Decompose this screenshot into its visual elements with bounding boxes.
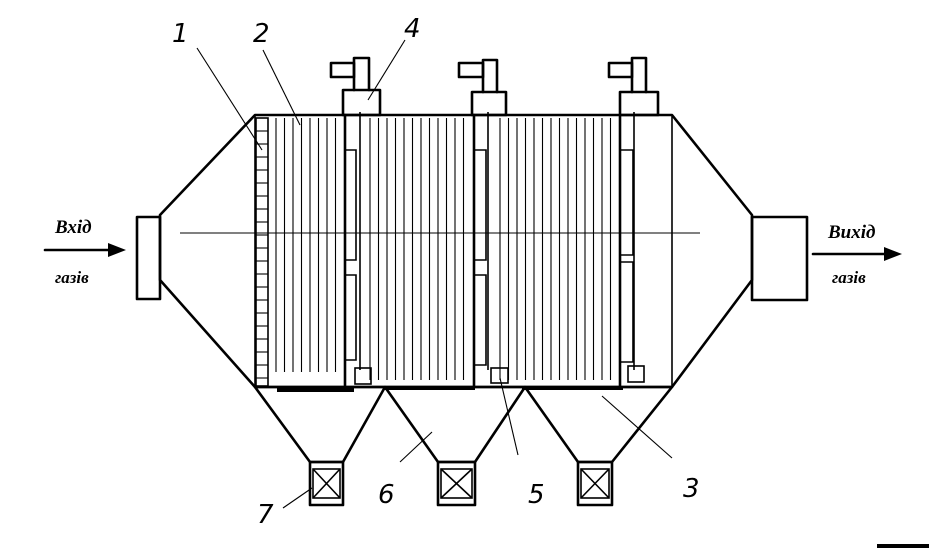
outlet-label-line1: Вихід	[827, 222, 875, 243]
outlet-label-line2: газів	[832, 268, 866, 287]
inlet-label-line2: газів	[55, 268, 89, 287]
insulator-box	[490, 367, 509, 384]
dust-hoppers	[253, 385, 674, 464]
inlet-arrow	[43, 243, 126, 257]
housing	[158, 113, 754, 389]
callout-5: 5	[528, 480, 545, 510]
callout-3: 3	[683, 474, 700, 504]
callout-leaders	[196, 39, 673, 509]
collecting-electrodes	[275, 118, 612, 380]
callout-1: 1	[172, 19, 189, 49]
inlet-nozzle	[135, 215, 162, 301]
outlet-nozzle	[750, 215, 809, 302]
callout-2: 2	[253, 19, 270, 49]
callout-7: 7	[257, 500, 274, 530]
callout-6: 6	[378, 480, 395, 510]
outlet-arrow	[811, 247, 902, 261]
inlet-label-line1: Вхід	[54, 217, 92, 238]
gate-valves	[308, 460, 614, 507]
grid-frame	[255, 117, 269, 387]
section-frames	[343, 112, 645, 389]
gas-distribution-grid	[255, 117, 269, 387]
scan-mark	[877, 544, 929, 548]
callout-4: 4	[404, 14, 421, 44]
top-insulators	[329, 56, 660, 117]
